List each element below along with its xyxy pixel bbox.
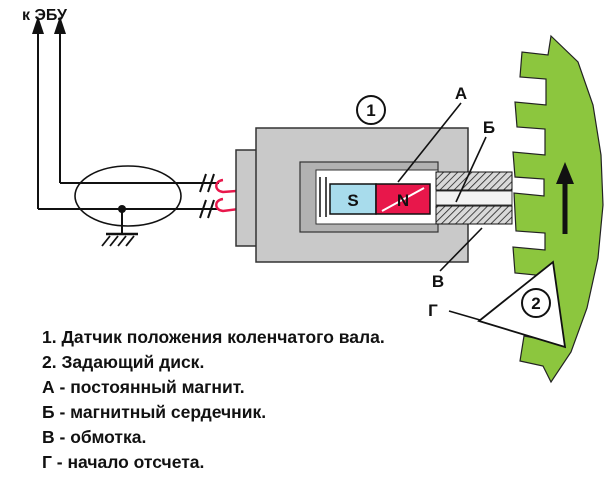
- legend-line: Г - начало отсчета.: [42, 452, 204, 472]
- legend-line: 1. Датчик положения коленчатого вала.: [42, 327, 385, 347]
- cable-sheath: [74, 165, 182, 227]
- magnet-south-pole: [329, 183, 377, 215]
- winding-top: [435, 171, 513, 191]
- sensor-callout-number: 1: [366, 101, 375, 120]
- disk-callout-number: 2: [531, 294, 540, 313]
- legend-line: А - постоянный магнит.: [42, 377, 245, 397]
- winding-bottom: [435, 205, 513, 225]
- sensor-cap: [235, 149, 259, 247]
- magnet-south-label: S: [347, 191, 358, 210]
- legend-line: 2. Задающий диск.: [42, 352, 204, 372]
- ecu-label: к ЭБУ: [22, 7, 68, 24]
- cable-break-marks: [199, 173, 215, 219]
- rotation-arrow-icon: [556, 162, 574, 184]
- label-core: Б: [483, 118, 495, 137]
- magnet-north-label: N: [397, 191, 409, 210]
- sensor-callout-circle: [356, 95, 386, 125]
- wire-arrowhead-icon: [32, 16, 44, 34]
- ground-hatch-icon: [101, 235, 135, 247]
- magnetic-core: [435, 190, 513, 206]
- label-magnet: А: [455, 84, 467, 103]
- wire-arrowhead-icon: [54, 16, 66, 34]
- toothed-disk: [512, 34, 604, 384]
- label-winding: В: [432, 272, 444, 291]
- magnet-gloss-line: [381, 187, 425, 212]
- label-reference: Г: [428, 301, 438, 320]
- legend-line: Б - магнитный сердечник.: [42, 402, 266, 422]
- legend-line: В - обмотка.: [42, 427, 146, 447]
- disk-callout-circle: [521, 288, 551, 318]
- pointer-lines: [397, 102, 487, 321]
